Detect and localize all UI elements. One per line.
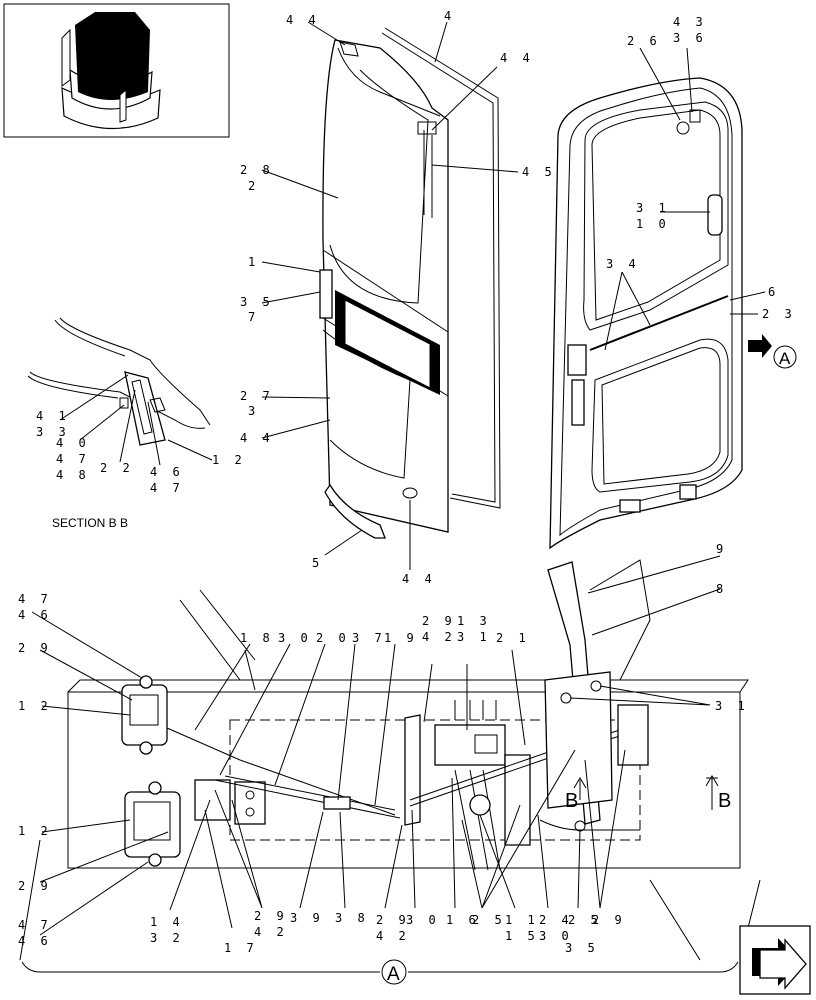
callout-29: 2 9	[18, 879, 52, 893]
callout-47: 4 7	[56, 452, 90, 466]
thumbnail-inset[interactable]	[3, 3, 230, 138]
view-a-upper-label: A	[779, 349, 791, 368]
section-b-label-1: B	[565, 790, 578, 812]
callout-44: 4 4	[240, 431, 274, 445]
callout-7: 7	[248, 310, 259, 324]
callout-18: 1 8	[240, 631, 274, 645]
callout-41: 4 1	[36, 409, 70, 423]
callout-17: 1 7	[224, 941, 258, 955]
callout-1: 1	[248, 255, 259, 269]
callout-48: 4 8	[56, 468, 90, 482]
callout-25: 2 5	[568, 913, 602, 927]
callout-8: 8	[716, 582, 727, 596]
cab-thumbnail-icon	[61, 12, 161, 130]
callout-44: 4 4	[402, 572, 436, 586]
callout-26: 2 6	[627, 34, 661, 48]
callout-3: 3	[248, 404, 259, 418]
callout-42: 4 2	[254, 925, 288, 939]
callout-36: 3 6	[673, 31, 707, 45]
callout-42: 4 2	[376, 929, 410, 943]
callout-30: 3 0	[406, 913, 440, 927]
callout-31: 3 1	[715, 699, 749, 713]
callout-29: 2 9	[422, 614, 456, 628]
callout-25: 2 5	[472, 913, 506, 927]
door-outer-panel	[319, 27, 501, 539]
callout-29: 2 9	[18, 641, 52, 655]
callout-11: 1 1	[505, 913, 539, 927]
callout-4: 4	[444, 9, 455, 23]
callout-31: 3 1	[457, 630, 491, 644]
callout-23: 2 3	[762, 307, 796, 321]
callout-9: 9	[716, 542, 727, 556]
callout-2: 2	[248, 179, 259, 193]
callout-45: 4 5	[522, 165, 556, 179]
callout-15: 1 5	[505, 929, 539, 943]
callout-12: 1 2	[18, 824, 52, 838]
callout-14: 1 4	[150, 915, 184, 929]
callout-6: 6	[768, 285, 779, 299]
callout-32: 3 2	[150, 931, 184, 945]
callout-5: 5	[312, 556, 323, 570]
callout-28: 2 8	[240, 163, 274, 177]
callout-12: 1 2	[212, 453, 246, 467]
section-b-arrow-left: B	[565, 777, 587, 812]
callout-46: 4 6	[150, 465, 184, 479]
callout-24: 2 4	[539, 913, 573, 927]
callout-46: 4 6	[18, 934, 52, 948]
callout-43: 4 3	[673, 15, 707, 29]
lower-assembly	[19, 559, 761, 961]
callout-39: 3 9	[290, 911, 324, 925]
door-inner-frame	[549, 77, 743, 550]
section-b-arrow-right: B	[705, 775, 731, 812]
callout-44: 4 4	[286, 13, 320, 27]
callout-27: 2 7	[240, 389, 274, 403]
section-b-b: SECTION B B	[27, 317, 211, 530]
callout-40: 4 0	[56, 436, 90, 450]
callout-10: 1 0	[636, 217, 670, 231]
view-a-lower-label: A	[387, 964, 400, 985]
section-title: SECTION B B	[52, 516, 128, 530]
callout-44: 4 4	[500, 51, 534, 65]
callout-47: 4 7	[18, 918, 52, 932]
arrow-right-icon	[752, 938, 807, 990]
callout-19: 1 9	[384, 631, 418, 645]
callout-21: 2 1	[496, 631, 530, 645]
callout-29: 2 9	[254, 909, 288, 923]
callout-46: 4 6	[18, 608, 52, 622]
callout-47: 4 7	[18, 592, 52, 606]
view-a-bracket: A	[21, 959, 739, 985]
callout-labels: 4 4 4 4 4 4 5 2 8 2 1 3 5 7 2 7 3 4 4 5 …	[18, 9, 796, 955]
callout-38: 3 8	[335, 911, 369, 925]
callout-12: 1 2	[18, 699, 52, 713]
callout-30: 3 0	[539, 929, 573, 943]
callout-22: 2 2	[100, 461, 134, 475]
callout-33: 3 3	[36, 425, 70, 439]
section-b-label-2: B	[718, 790, 731, 812]
leader-lines	[31, 21, 766, 936]
callout-16: 1 6	[446, 913, 480, 927]
callout-35: 3 5	[240, 295, 274, 309]
next-page-button[interactable]	[739, 925, 811, 995]
callout-34: 3 4	[606, 257, 640, 271]
callout-47: 4 7	[150, 481, 184, 495]
callout-30: 3 0	[278, 631, 312, 645]
view-a-upper: A	[748, 334, 797, 369]
callout-29: 2 9	[592, 913, 626, 927]
callout-31: 3 1	[636, 201, 670, 215]
callout-35: 3 5	[565, 941, 599, 955]
callout-29: 2 9	[376, 913, 410, 927]
callout-37: 3 7	[352, 631, 386, 645]
callout-13: 1 3	[457, 614, 491, 628]
callout-42: 4 2	[422, 630, 456, 644]
callout-20: 2 0	[316, 631, 350, 645]
